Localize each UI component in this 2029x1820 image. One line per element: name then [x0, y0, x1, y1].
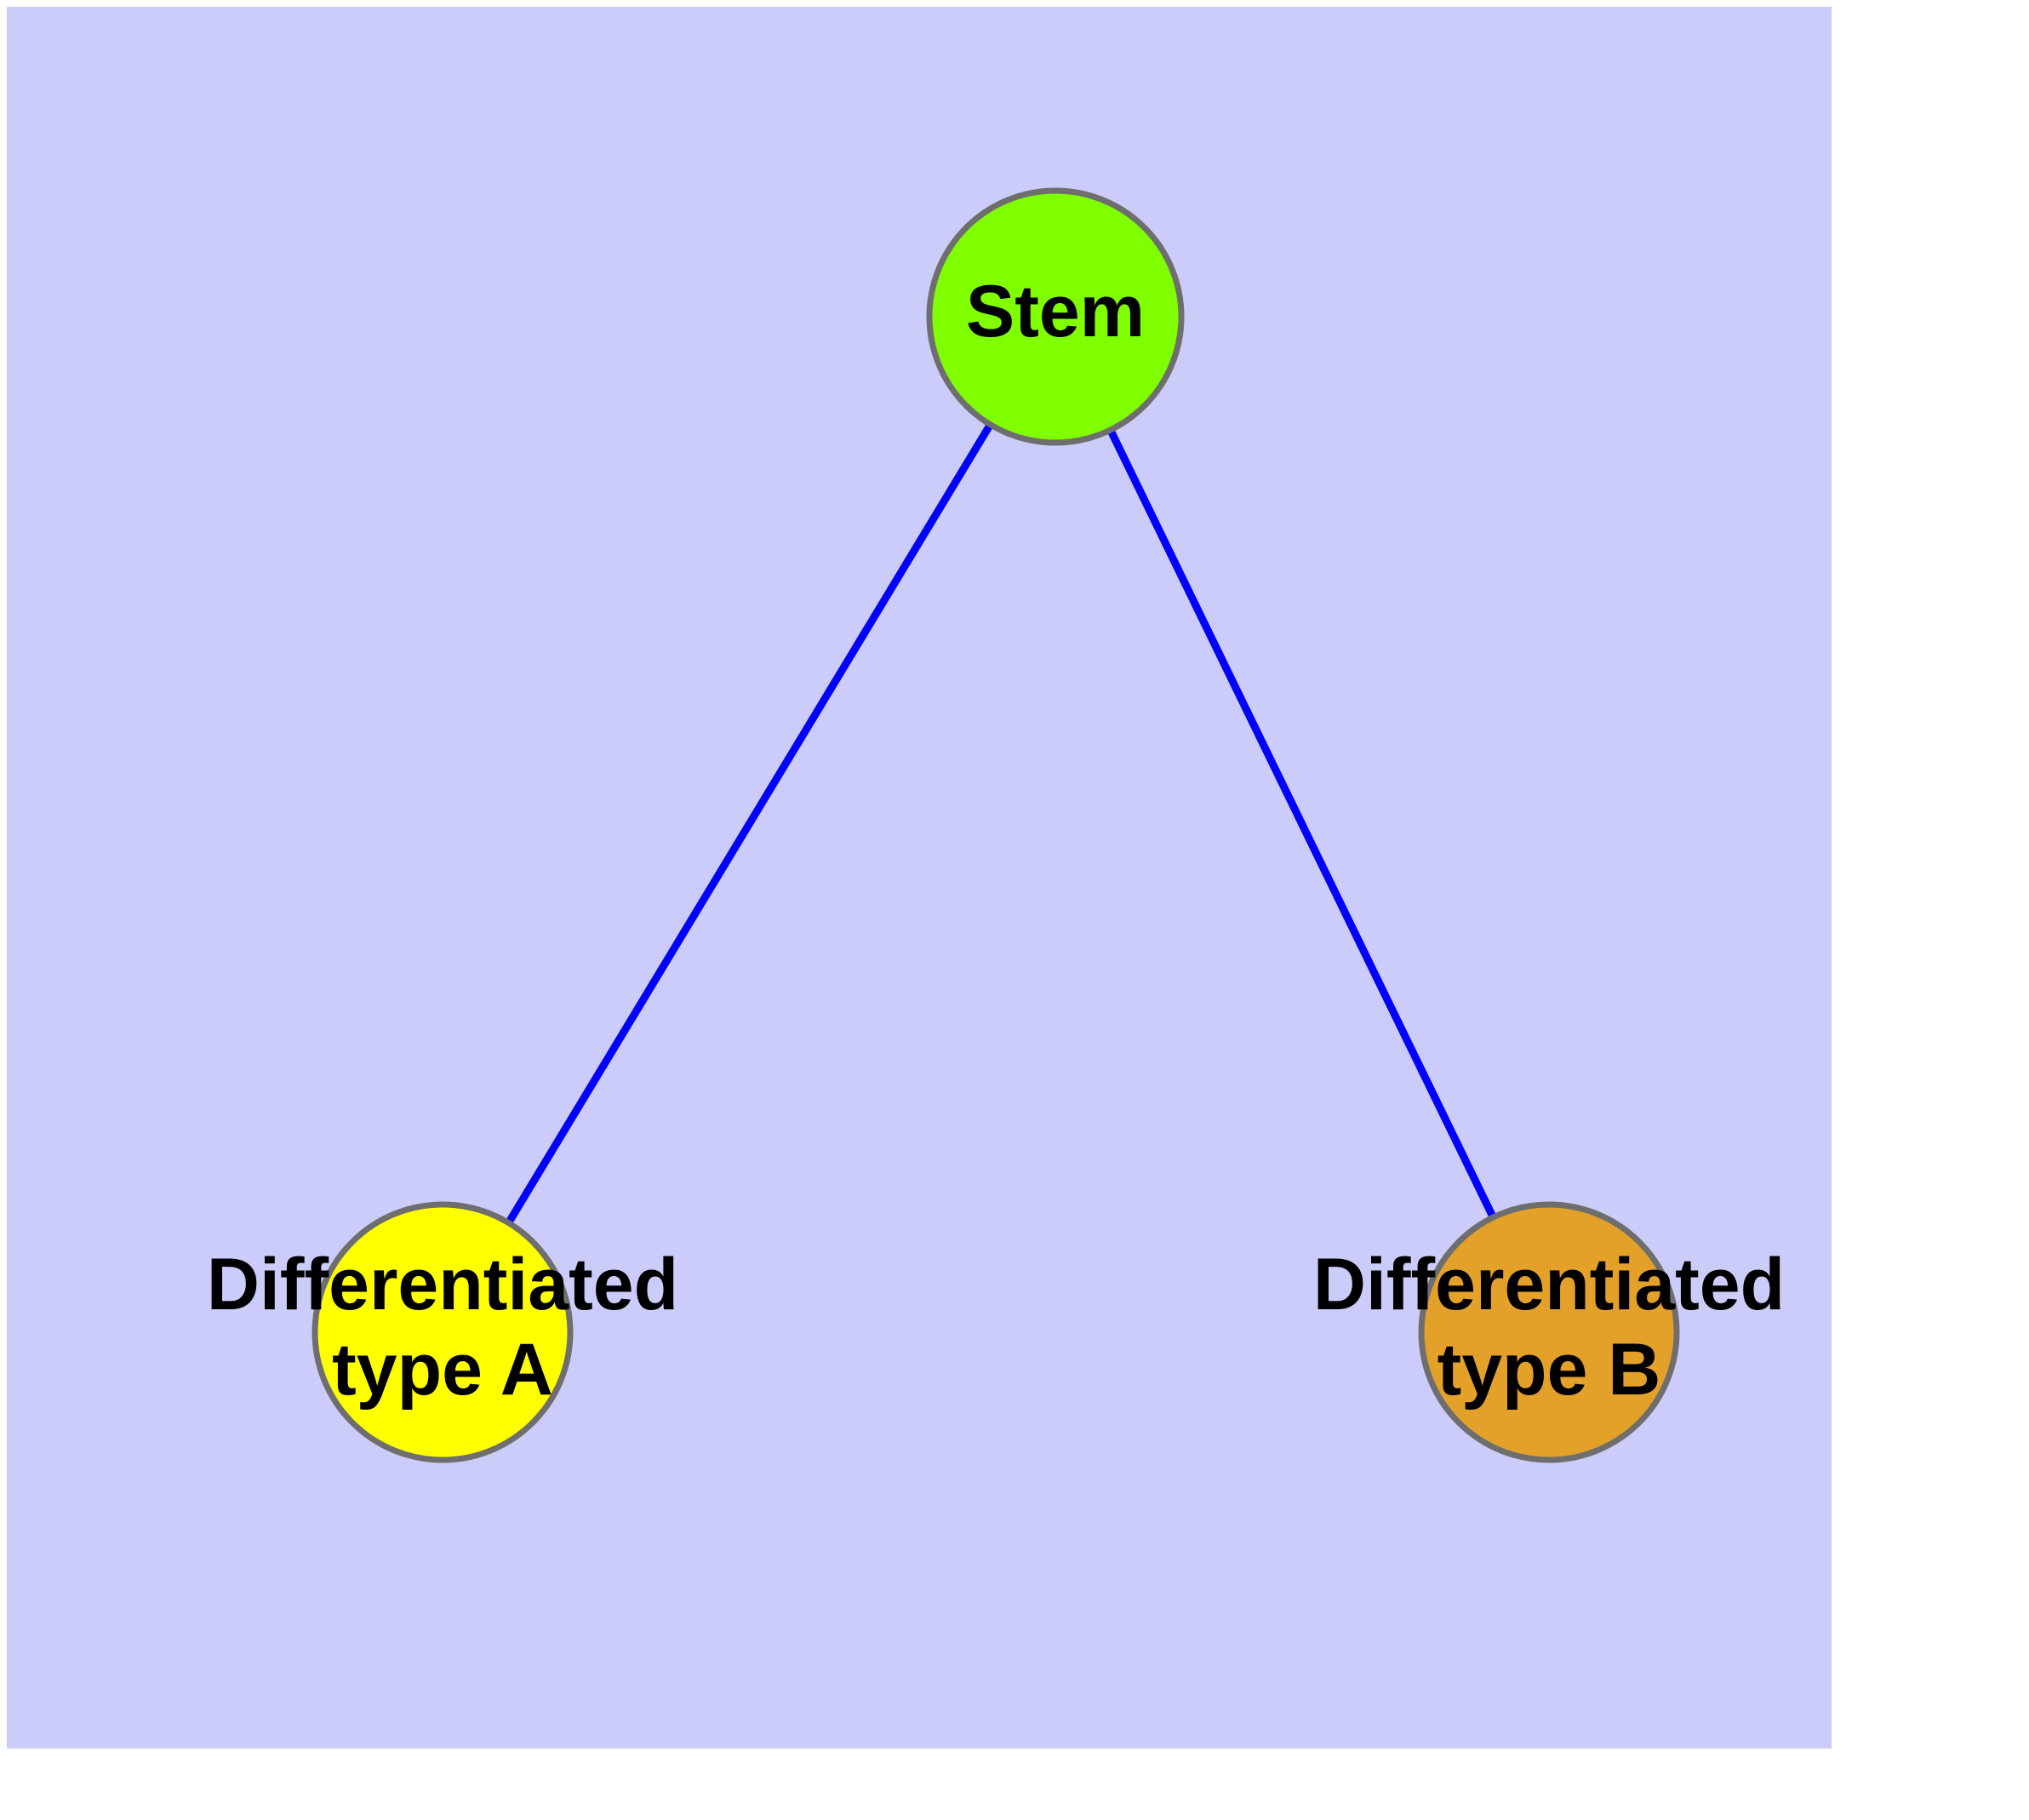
node-diff_a-label-line: type A	[332, 1329, 553, 1411]
node-stem-circle[interactable]	[926, 187, 1185, 446]
node-diff_b-label-line: Differentiated	[1313, 1244, 1785, 1325]
node-diff_b-label-line: type B	[1437, 1329, 1661, 1411]
node-stem-label: Stem	[966, 271, 1145, 352]
node-differentiated-type-b-circle[interactable]	[1418, 1201, 1680, 1463]
node-stem[interactable]: Stem	[926, 187, 1185, 446]
edge-stem-to-differentiated-a[interactable]	[505, 422, 994, 1225]
edges-layer	[505, 422, 1497, 1225]
node-diff_a-label-line: Differentiated	[207, 1244, 678, 1325]
node-stem-label-line: Stem	[966, 271, 1145, 352]
edge-stem-to-differentiated-b[interactable]	[1106, 428, 1497, 1220]
diagram-background	[7, 7, 1832, 1748]
node-differentiated-type-a-circle[interactable]	[311, 1201, 574, 1463]
